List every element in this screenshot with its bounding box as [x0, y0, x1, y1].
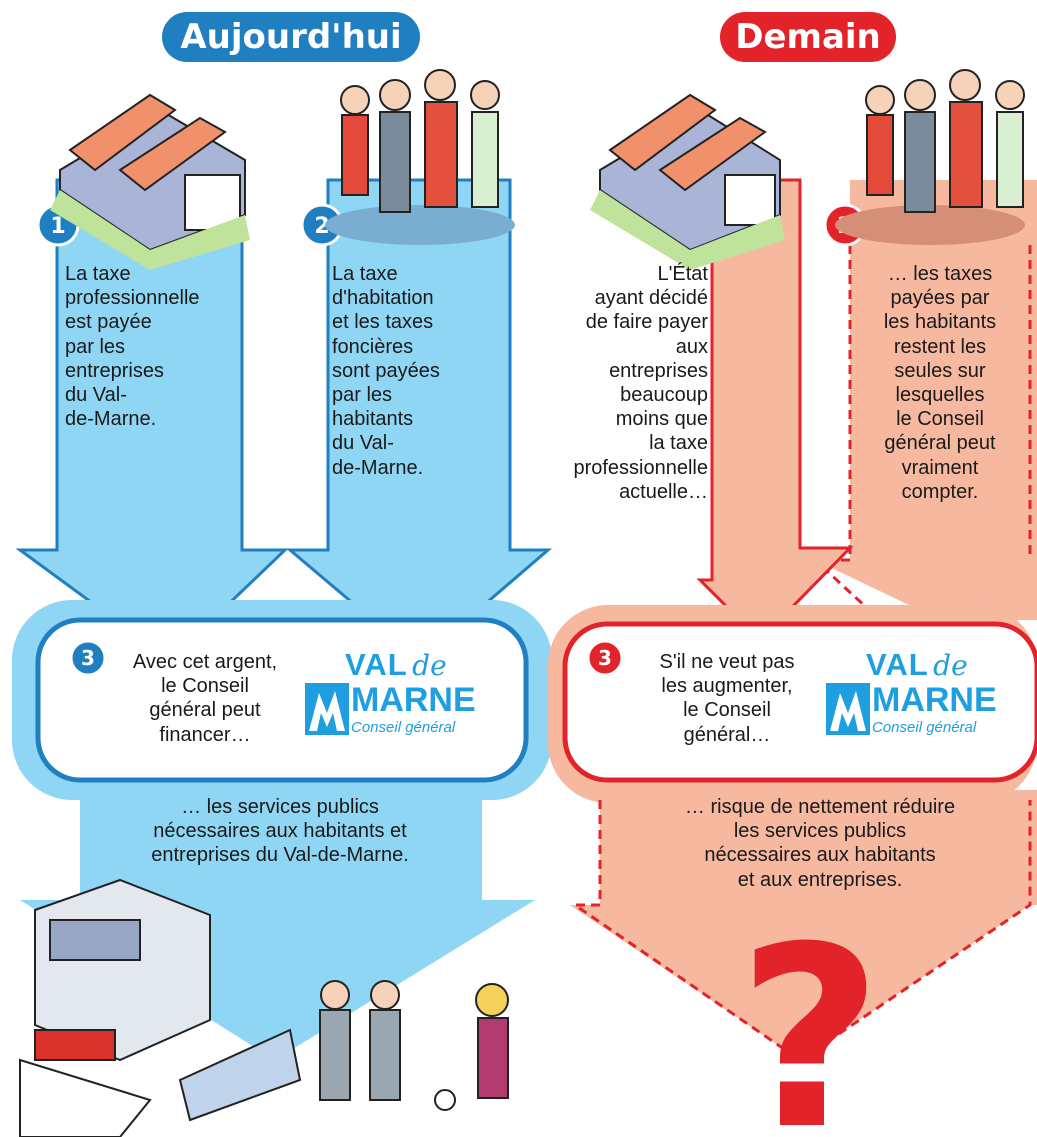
- logo-de: de: [933, 649, 968, 682]
- city-services-illustration: [19, 878, 509, 1137]
- people-illustration-2: [835, 69, 1025, 245]
- tomorrow-result-dashes: [570, 800, 1032, 1062]
- tomorrow-step3-text: S'il ne veut pas les augmenter, le Conse…: [659, 651, 795, 746]
- today-step3-badge: [69, 639, 107, 677]
- logo-mark-icon: [826, 683, 870, 735]
- tomorrow-step1-text: L'État ayant décidé de faire payer aux e…: [573, 263, 708, 503]
- today-header: Aujourd'hui: [162, 12, 420, 62]
- tomorrow-flow-shapes: ?: [548, 178, 1037, 1137]
- today-result-arrow: [20, 790, 535, 1060]
- factory-illustration: [50, 93, 250, 270]
- today-step3-box: [35, 617, 529, 783]
- tomorrow-step2-text: … les taxes payées par les habitants res…: [883, 263, 997, 503]
- today-step1-number: 1: [50, 214, 65, 239]
- logo-subtitle: Conseil général: [872, 719, 977, 736]
- val-de-marne-logo-2: VAL de MARNE Conseil général: [826, 647, 1031, 747]
- today-step2-number: 2: [314, 214, 329, 239]
- people-illustration: [325, 69, 515, 245]
- tomorrow-result-arrow: [570, 790, 1037, 1060]
- today-step2-text: La taxe d'habitation et les taxes fonciè…: [332, 263, 440, 479]
- today-flow-shapes: [12, 178, 553, 1060]
- tomorrow-step3-number: 3: [598, 646, 612, 670]
- logo-subtitle: Conseil général: [351, 719, 456, 736]
- logo-val: VAL: [345, 647, 408, 682]
- today-step1-text: La taxe professionnelle est payée par le…: [65, 263, 200, 431]
- tomorrow-header: Demain: [720, 12, 896, 62]
- tomorrow-arrow-1: [696, 178, 854, 643]
- tomorrow-step3-box: [562, 621, 1037, 783]
- factory-illustration-2: [590, 93, 785, 270]
- val-de-marne-logo: VAL de MARNE Conseil général: [305, 647, 515, 747]
- today-step3-text: Avec cet argent, le Conseil général peut…: [132, 651, 278, 746]
- today-step3-number: 3: [81, 646, 95, 670]
- today-result-text: … les services publics nécessaires aux h…: [151, 796, 409, 867]
- logo-mark-icon: [305, 683, 349, 735]
- logo-de: de: [412, 649, 447, 682]
- tomorrow-step3-badge: [586, 639, 624, 677]
- tomorrow-arrow-2: [815, 180, 1037, 620]
- logo-marne: MARNE: [351, 681, 476, 719]
- question-mark: ?: [737, 893, 882, 1137]
- logo-marne: MARNE: [872, 681, 997, 719]
- logo-val: VAL: [866, 647, 929, 682]
- tomorrow-result-text: … risque de nettement réduire les servic…: [684, 796, 956, 891]
